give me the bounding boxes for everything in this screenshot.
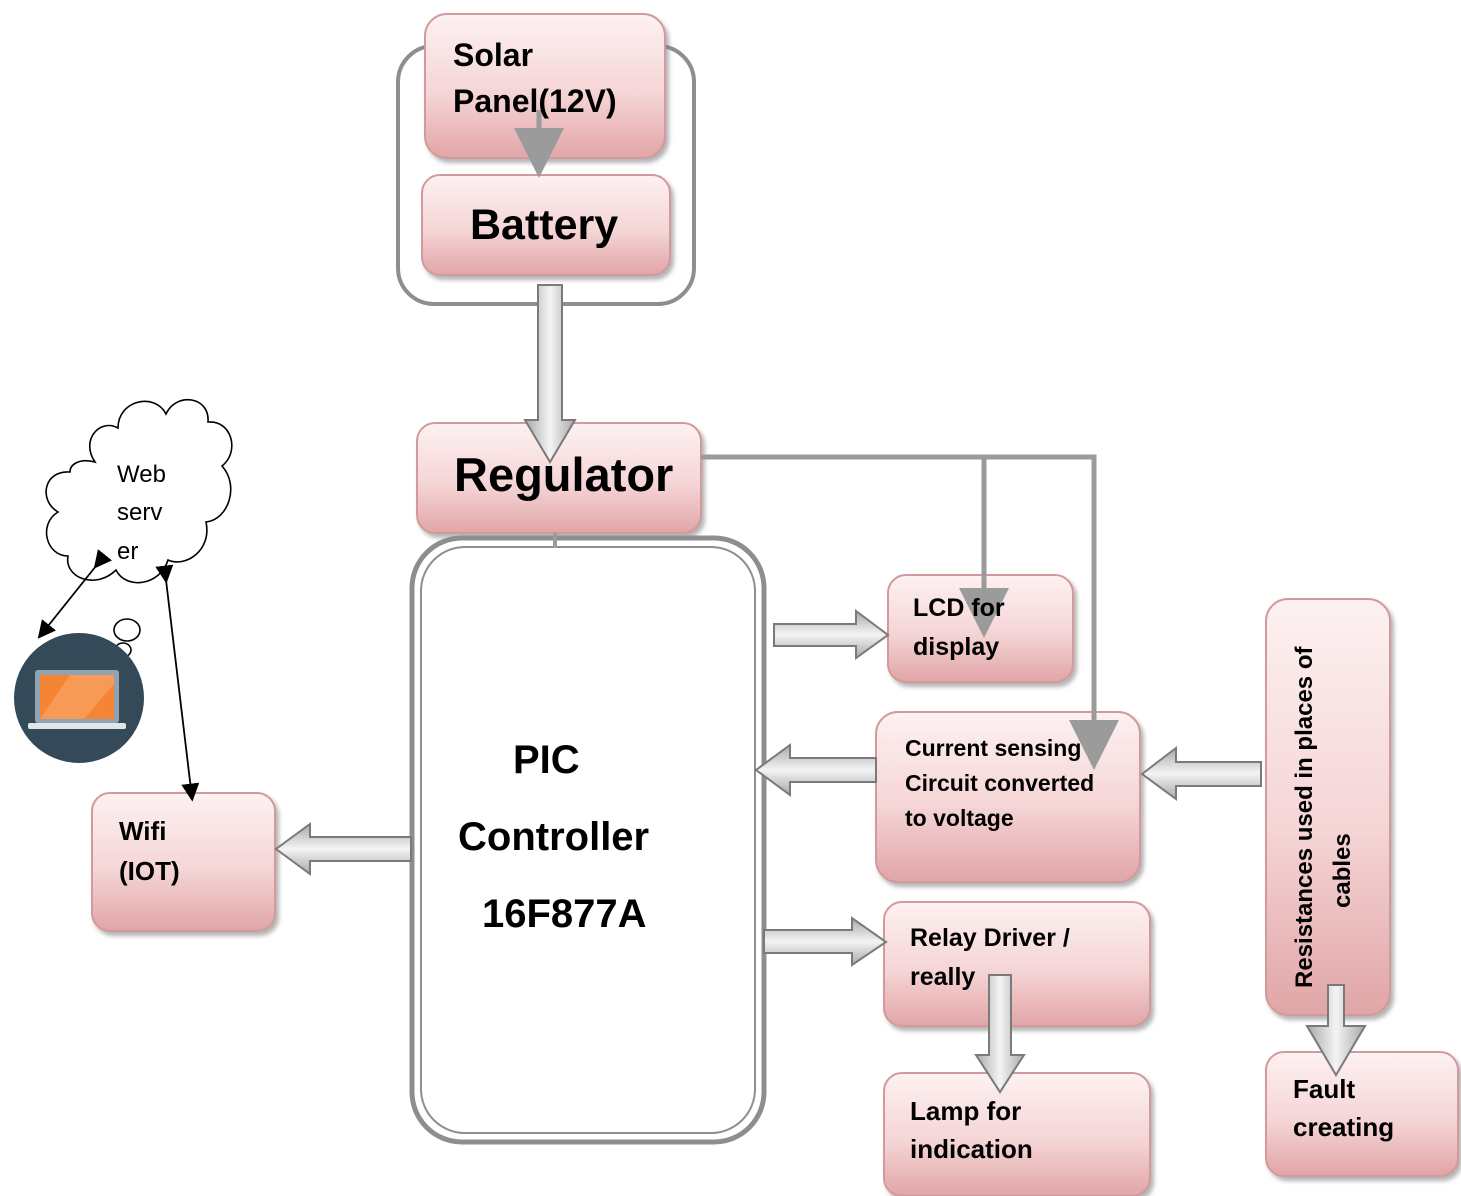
- lcd-label: LCD for display: [913, 594, 1005, 661]
- current-sensing-label: Current sensing Circuit converted to vol…: [905, 735, 1095, 831]
- cloud-icon: [45, 399, 233, 667]
- pic-to-lcd-arrow: [773, 609, 890, 660]
- relay-driver-label: Relay Driver / really: [910, 924, 1070, 991]
- pic-controller-inner: [420, 546, 756, 1134]
- battery-label: Battery: [470, 201, 619, 249]
- lamp-block: [883, 1072, 1151, 1196]
- relay-to-lamp-arrow: [974, 974, 1026, 1094]
- fault-label: Fault creating: [1293, 1074, 1395, 1142]
- sensing-to-pic-arrow: [754, 743, 877, 797]
- resistances-to-sensing-arrow: [1140, 745, 1262, 801]
- resistances-to-fault-arrow: [1305, 984, 1367, 1077]
- laptop-icon: [14, 633, 144, 763]
- battery-to-regulator-arrow: [523, 284, 577, 464]
- web-server-label: Web serv er: [117, 461, 166, 565]
- relay-driver-block: [883, 901, 1151, 1027]
- pic-controller-label: PIC Controller 16F877A: [458, 738, 650, 936]
- solar-panel-label: Solar Panel(12V): [453, 37, 617, 120]
- cloud-wifi-link: [155, 564, 200, 802]
- regulator-label: Regulator: [454, 448, 674, 501]
- resistances-label: Resistances used in places of cables: [1291, 646, 1357, 988]
- lamp-label: Lamp for indication: [910, 1096, 1033, 1164]
- wifi-label: Wifi (IOT): [119, 816, 180, 887]
- pic-to-wifi-arrow: [274, 822, 412, 876]
- cloud-laptop-link: [37, 549, 113, 639]
- fault-block: [1265, 1051, 1459, 1177]
- pic-to-relay-arrow: [763, 916, 888, 967]
- regulator-supply-line: [701, 454, 1119, 770]
